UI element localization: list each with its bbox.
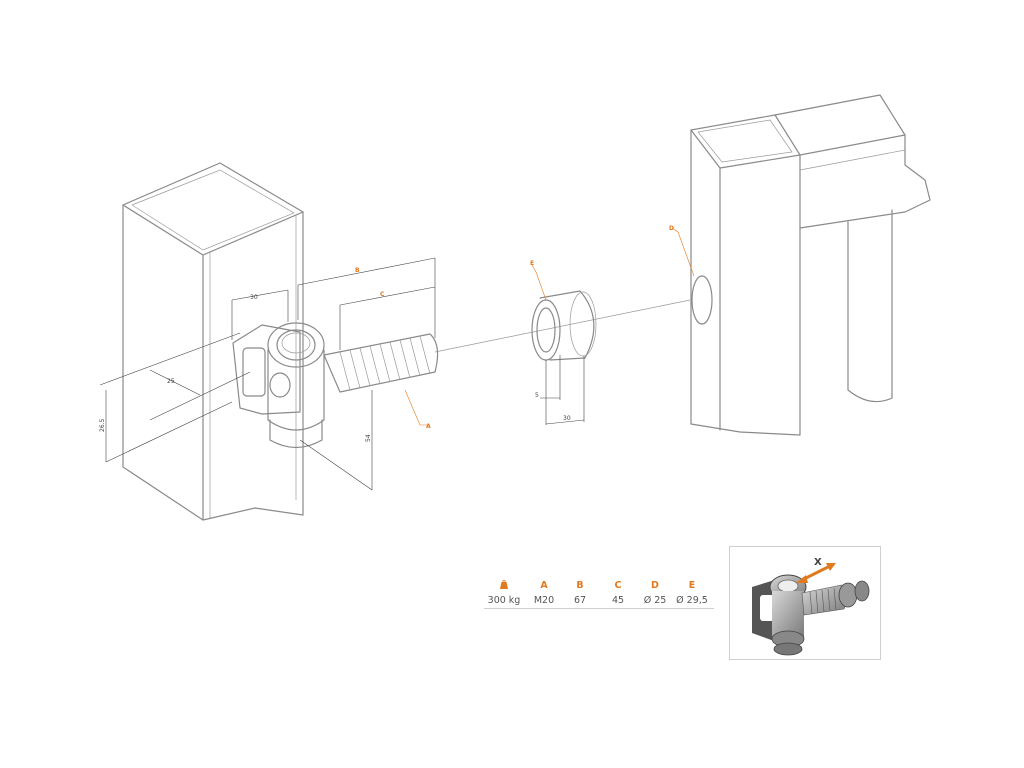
dim-25: 25 [167,378,175,385]
axis-line [434,299,691,353]
left-post [122,162,304,521]
spec-value-e: Ø 29,5 [676,595,708,606]
dim-54: 54 [365,434,372,442]
label-E: E [530,260,534,267]
dim-5: 5 [535,392,539,399]
spec-value-b: 67 [573,595,587,606]
spec-header-c: C [614,580,622,591]
spec-header-a: A [540,580,548,591]
dim-26-5: 26.5 [99,418,106,432]
spec-value-a: M20 [533,595,555,606]
thread-lines [339,335,431,391]
leader-lines [404,227,695,426]
dim-30-top: 30 [250,294,258,301]
spec-header-b: B [576,580,584,591]
spec-value-row: 300 kg M20 67 45 Ø 25 Ø 29,5 [484,595,714,609]
dim-30-bushing: 30 [563,415,571,422]
spec-header-e: E [688,580,696,591]
spec-value-c: 45 [611,595,625,606]
weight-icon [484,579,524,593]
adjust-arrow-icon [796,563,836,583]
label-C: C [380,291,385,298]
right-gate-frame [690,94,931,436]
adjust-label: X [814,557,822,568]
label-B: B [355,267,360,274]
spec-weight: 300 kg [487,595,521,606]
hinge-render: X [752,557,870,656]
dimension-lines [99,257,585,491]
spec-header-row: A B C D E [484,579,714,593]
inset-product-image: X [729,546,881,660]
label-A: A [426,423,431,430]
spec-table: A B C D E 300 kg M20 67 45 Ø 25 Ø 29,5 [484,579,714,609]
spec-value-d: Ø 25 [643,595,667,606]
spec-header-d: D [651,580,659,591]
label-D: D [669,225,674,232]
hinge-bolt [232,322,439,449]
